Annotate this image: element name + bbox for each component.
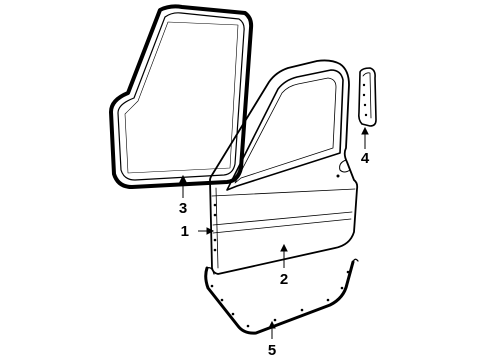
leader-line-5 <box>268 320 276 339</box>
leader-line-1 <box>198 227 215 235</box>
door-shell <box>209 59 359 275</box>
callout-2: 2 <box>280 271 288 288</box>
leader-lines <box>179 126 369 339</box>
pillar-seal <box>358 67 377 127</box>
door-opening-weatherstrip <box>109 4 254 189</box>
leader-line-4 <box>361 126 369 149</box>
leader-line-2 <box>280 243 288 268</box>
callout-5: 5 <box>268 342 276 359</box>
callout-3: 3 <box>179 200 187 217</box>
lower-door-weatherstrip <box>204 258 359 335</box>
callout-4: 4 <box>361 150 370 167</box>
leader-line-3 <box>179 174 187 198</box>
callout-1: 1 <box>181 223 189 240</box>
